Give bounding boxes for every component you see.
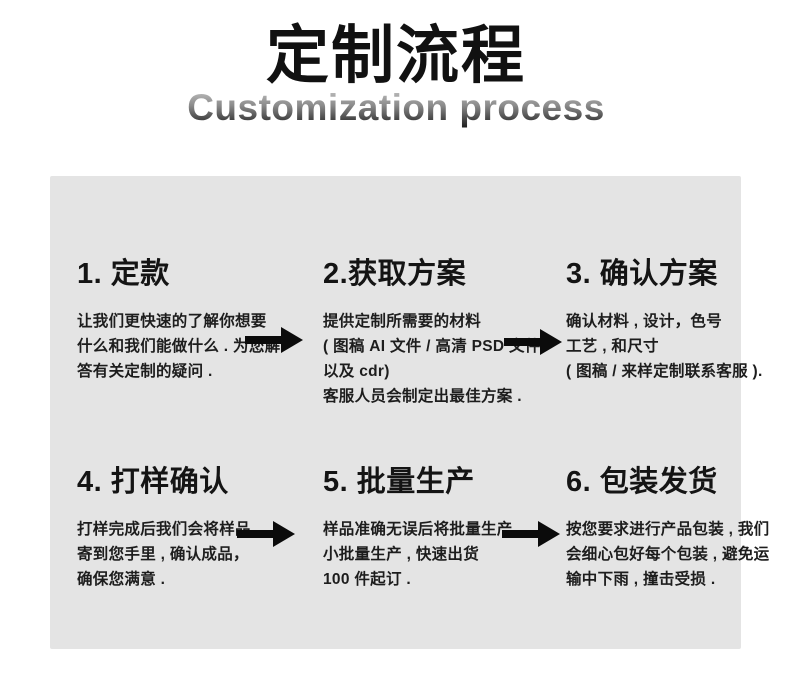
step-1-desc-line-1: 让我们更快速的了解你想要 (77, 313, 267, 330)
page-subtitle: Customization process (0, 86, 792, 130)
step-1-desc-line-2: 什么和我们能做什么 . 为您解 (77, 338, 281, 355)
step-4-sample-confirm: 4. 打样确认 打样完成后我们会将样品 寄到您手里 , 确认成品， 确保您满意 … (77, 464, 305, 592)
step-4-description: 打样完成后我们会将样品 寄到您手里 , 确认成品， 确保您满意 . (77, 517, 305, 592)
step-2-description: 提供定制所需要的材料 ( 图稿 AI 文件 / 高清 PSD 文件 以及 cdr… (323, 309, 551, 409)
step-5-desc-line-2: 小批量生产 , 快速出货 (323, 546, 480, 563)
step-6-desc-line-2: 会细心包好每个包装 , 避免运 (566, 546, 770, 563)
arrow-right-icon (502, 521, 560, 547)
step-2-get-plan: 2.获取方案 提供定制所需要的材料 ( 图稿 AI 文件 / 高清 PSD 文件… (323, 256, 551, 409)
step-1-description: 让我们更快速的了解你想要 什么和我们能做什么 . 为您解 答有关定制的疑问 . (77, 309, 305, 384)
arrow-right-icon (237, 521, 295, 547)
step-4-desc-line-2: 寄到您手里 , 确认成品， (77, 546, 249, 563)
arrow-right-icon (504, 329, 562, 355)
step-5-description: 样品准确无误后将批量生产 小批量生产 , 快速出货 100 件起订 . (323, 517, 551, 592)
step-6-desc-line-3: 输中下雨 , 撞击受损 . (566, 571, 716, 588)
step-2-desc-line-3: 以及 cdr) (323, 363, 390, 380)
page-title: 定制流程 (266, 21, 526, 91)
step-3-title: 3. 确认方案 (566, 258, 718, 290)
step-3-desc-line-3: ( 图稿 / 来样定制联系客服 ). (566, 363, 763, 380)
step-5-title: 5. 批量生产 (323, 466, 475, 498)
step-4-title: 4. 打样确认 (77, 466, 229, 498)
arrow-right-icon (245, 327, 303, 353)
step-3-description: 确认材料 , 设计，色号 工艺 , 和尺寸 ( 图稿 / 来样定制联系客服 ). (566, 309, 792, 384)
step-3-confirm-plan: 3. 确认方案 确认材料 , 设计，色号 工艺 , 和尺寸 ( 图稿 / 来样定… (566, 256, 792, 384)
process-panel: 1. 定款 让我们更快速的了解你想要 什么和我们能做什么 . 为您解 答有关定制… (50, 176, 769, 649)
step-3-desc-line-1: 确认材料 , 设计，色号 (566, 313, 723, 330)
step-1-title: 1. 定款 (77, 258, 170, 290)
step-5-desc-line-1: 样品准确无误后将批量生产 (323, 521, 513, 538)
step-6-desc-line-1: 按您要求进行产品包装 , 我们 (566, 521, 770, 538)
step-1-deposit: 1. 定款 让我们更快速的了解你想要 什么和我们能做什么 . 为您解 答有关定制… (77, 256, 305, 384)
step-2-desc-line-2: ( 图稿 AI 文件 / 高清 PSD 文件 (323, 338, 541, 355)
step-5-mass-production: 5. 批量生产 样品准确无误后将批量生产 小批量生产 , 快速出货 100 件起… (323, 464, 551, 592)
step-3-desc-line-2: 工艺 , 和尺寸 (566, 338, 659, 355)
step-6-pack-ship: 6. 包装发货 按您要求进行产品包装 , 我们 会细心包好每个包装 , 避免运 … (566, 464, 792, 592)
step-6-title: 6. 包装发货 (566, 466, 718, 498)
step-4-desc-line-3: 确保您满意 . (77, 571, 166, 588)
step-6-description: 按您要求进行产品包装 , 我们 会细心包好每个包装 , 避免运 输中下雨 , 撞… (566, 517, 792, 592)
step-1-desc-line-3: 答有关定制的疑问 . (77, 363, 213, 380)
step-2-desc-line-4: 客服人员会制定出最佳方案 . (323, 388, 522, 405)
step-2-desc-line-1: 提供定制所需要的材料 (323, 313, 482, 330)
step-5-desc-line-3: 100 件起订 . (323, 571, 411, 588)
step-4-desc-line-1: 打样完成后我们会将样品 (77, 521, 251, 538)
step-2-title: 2.获取方案 (323, 258, 467, 290)
